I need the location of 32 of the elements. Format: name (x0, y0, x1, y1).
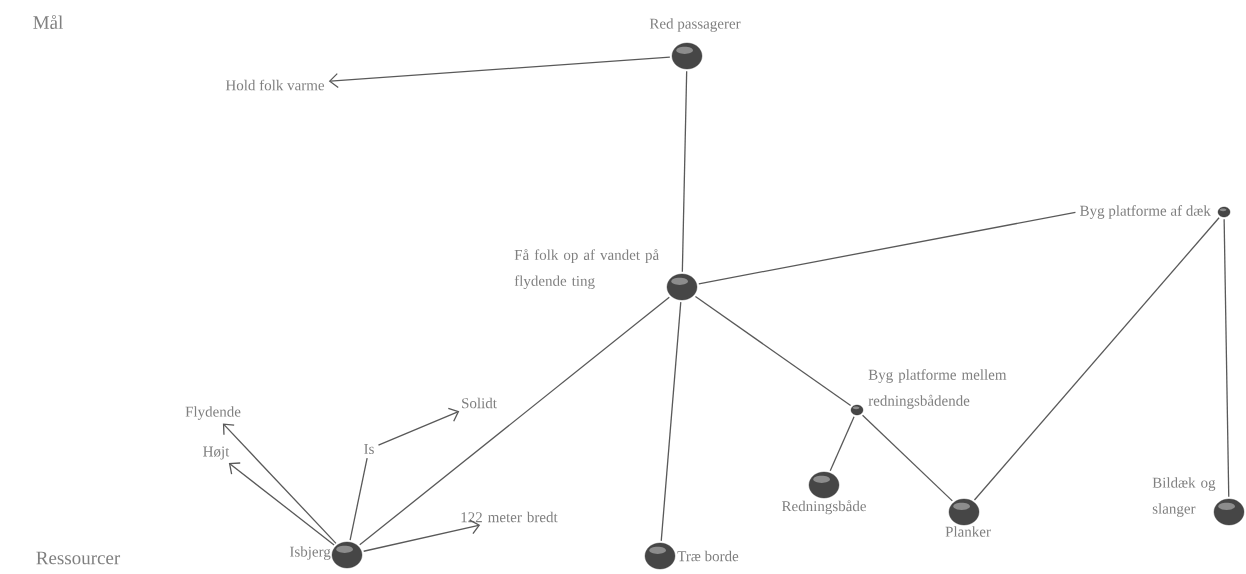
section-heading: Mål (33, 15, 63, 29)
node-label: Planker (945, 526, 991, 537)
node-label: Højt (203, 446, 230, 460)
connector (861, 414, 953, 502)
node-label: Få folk op af vandet på flydende ting (514, 248, 659, 290)
connector (359, 296, 670, 546)
node-label: Isbjerg (290, 546, 331, 560)
node-label: Hold folk varme (225, 79, 325, 91)
connector (328, 56, 671, 89)
connector (222, 423, 337, 544)
connector (363, 519, 481, 552)
connector (681, 70, 688, 273)
connector (377, 407, 460, 446)
node-label: Byg platforme af dæk (1080, 205, 1211, 219)
connector (349, 457, 368, 541)
connector (829, 416, 855, 472)
connector (973, 217, 1220, 501)
node-label: Red passagerer (649, 18, 741, 32)
node-label: Byg platforme mellem redningsbådende (868, 369, 1007, 409)
section-heading: Ressourcer (36, 551, 121, 565)
node-label: Solidt (462, 397, 497, 409)
connector (698, 211, 1077, 285)
connector (228, 462, 335, 546)
node-label: Redningsbåde (781, 500, 866, 515)
node-label: Is (364, 444, 374, 454)
node-label: Træ borde (677, 550, 739, 562)
node-label: 122 meter bredt (461, 511, 558, 523)
node-label: Bildæk og slanger (1152, 477, 1216, 517)
connector (1223, 218, 1230, 498)
connector (660, 301, 682, 542)
node-label: Flydende (185, 406, 241, 420)
connector (694, 295, 852, 407)
